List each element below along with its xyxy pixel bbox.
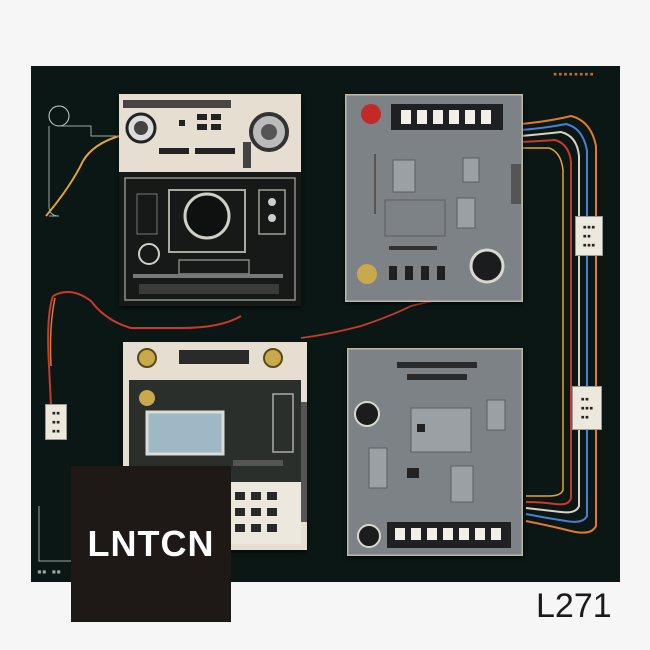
module-top-right-art — [343, 92, 525, 304]
dial-icon[interactable] — [354, 401, 380, 427]
wire-harness-white — [520, 130, 580, 514]
wire-red-center — [300, 297, 472, 339]
wire-tag-right-upper: ▪▪▪▪▪▪▪▪ — [575, 216, 603, 256]
brand-logo: LNTCN — [71, 466, 231, 622]
lcd-display — [145, 410, 225, 456]
circuit-board: ▪▪ ▪▪ — [31, 66, 620, 582]
wire-red-left — [47, 291, 242, 407]
module-bottom-right-art — [345, 346, 525, 558]
module-top-right — [343, 92, 525, 304]
keypad[interactable] — [235, 492, 277, 532]
logo-text: LNTCN — [87, 523, 215, 564]
trace-bottom-left — [38, 506, 71, 562]
wire-harness-yellow — [521, 147, 564, 497]
brass-knob-icon[interactable] — [357, 264, 377, 284]
wire-orange-top-left — [45, 135, 120, 217]
wire-tag-right-lower: ▪▪▪▪▪▪▪ — [572, 386, 602, 430]
wire-harness-blue — [520, 122, 588, 523]
module-bottom-right — [345, 346, 525, 558]
wire-harness-orange — [520, 114, 597, 534]
corner-marking: ▪▪▪▪▪▪▪▪ — [553, 70, 595, 78]
module-top-left-art — [119, 94, 301, 306]
module-top-left — [119, 94, 301, 306]
wire-harness-red — [520, 138, 572, 506]
wire-tag-left: ▪▪▪▪▪▪ — [45, 404, 67, 440]
central-port-icon — [183, 192, 231, 240]
trace-ring — [48, 105, 70, 127]
red-indicator-icon — [361, 104, 381, 124]
board-marking: ▪▪ ▪▪ — [37, 567, 61, 576]
port-top-right-icon — [469, 248, 505, 284]
trace-left-mid — [61, 125, 116, 137]
trace-left-top — [48, 126, 60, 217]
wire-orange-left — [49, 297, 56, 367]
product-code: L271 — [536, 587, 612, 625]
